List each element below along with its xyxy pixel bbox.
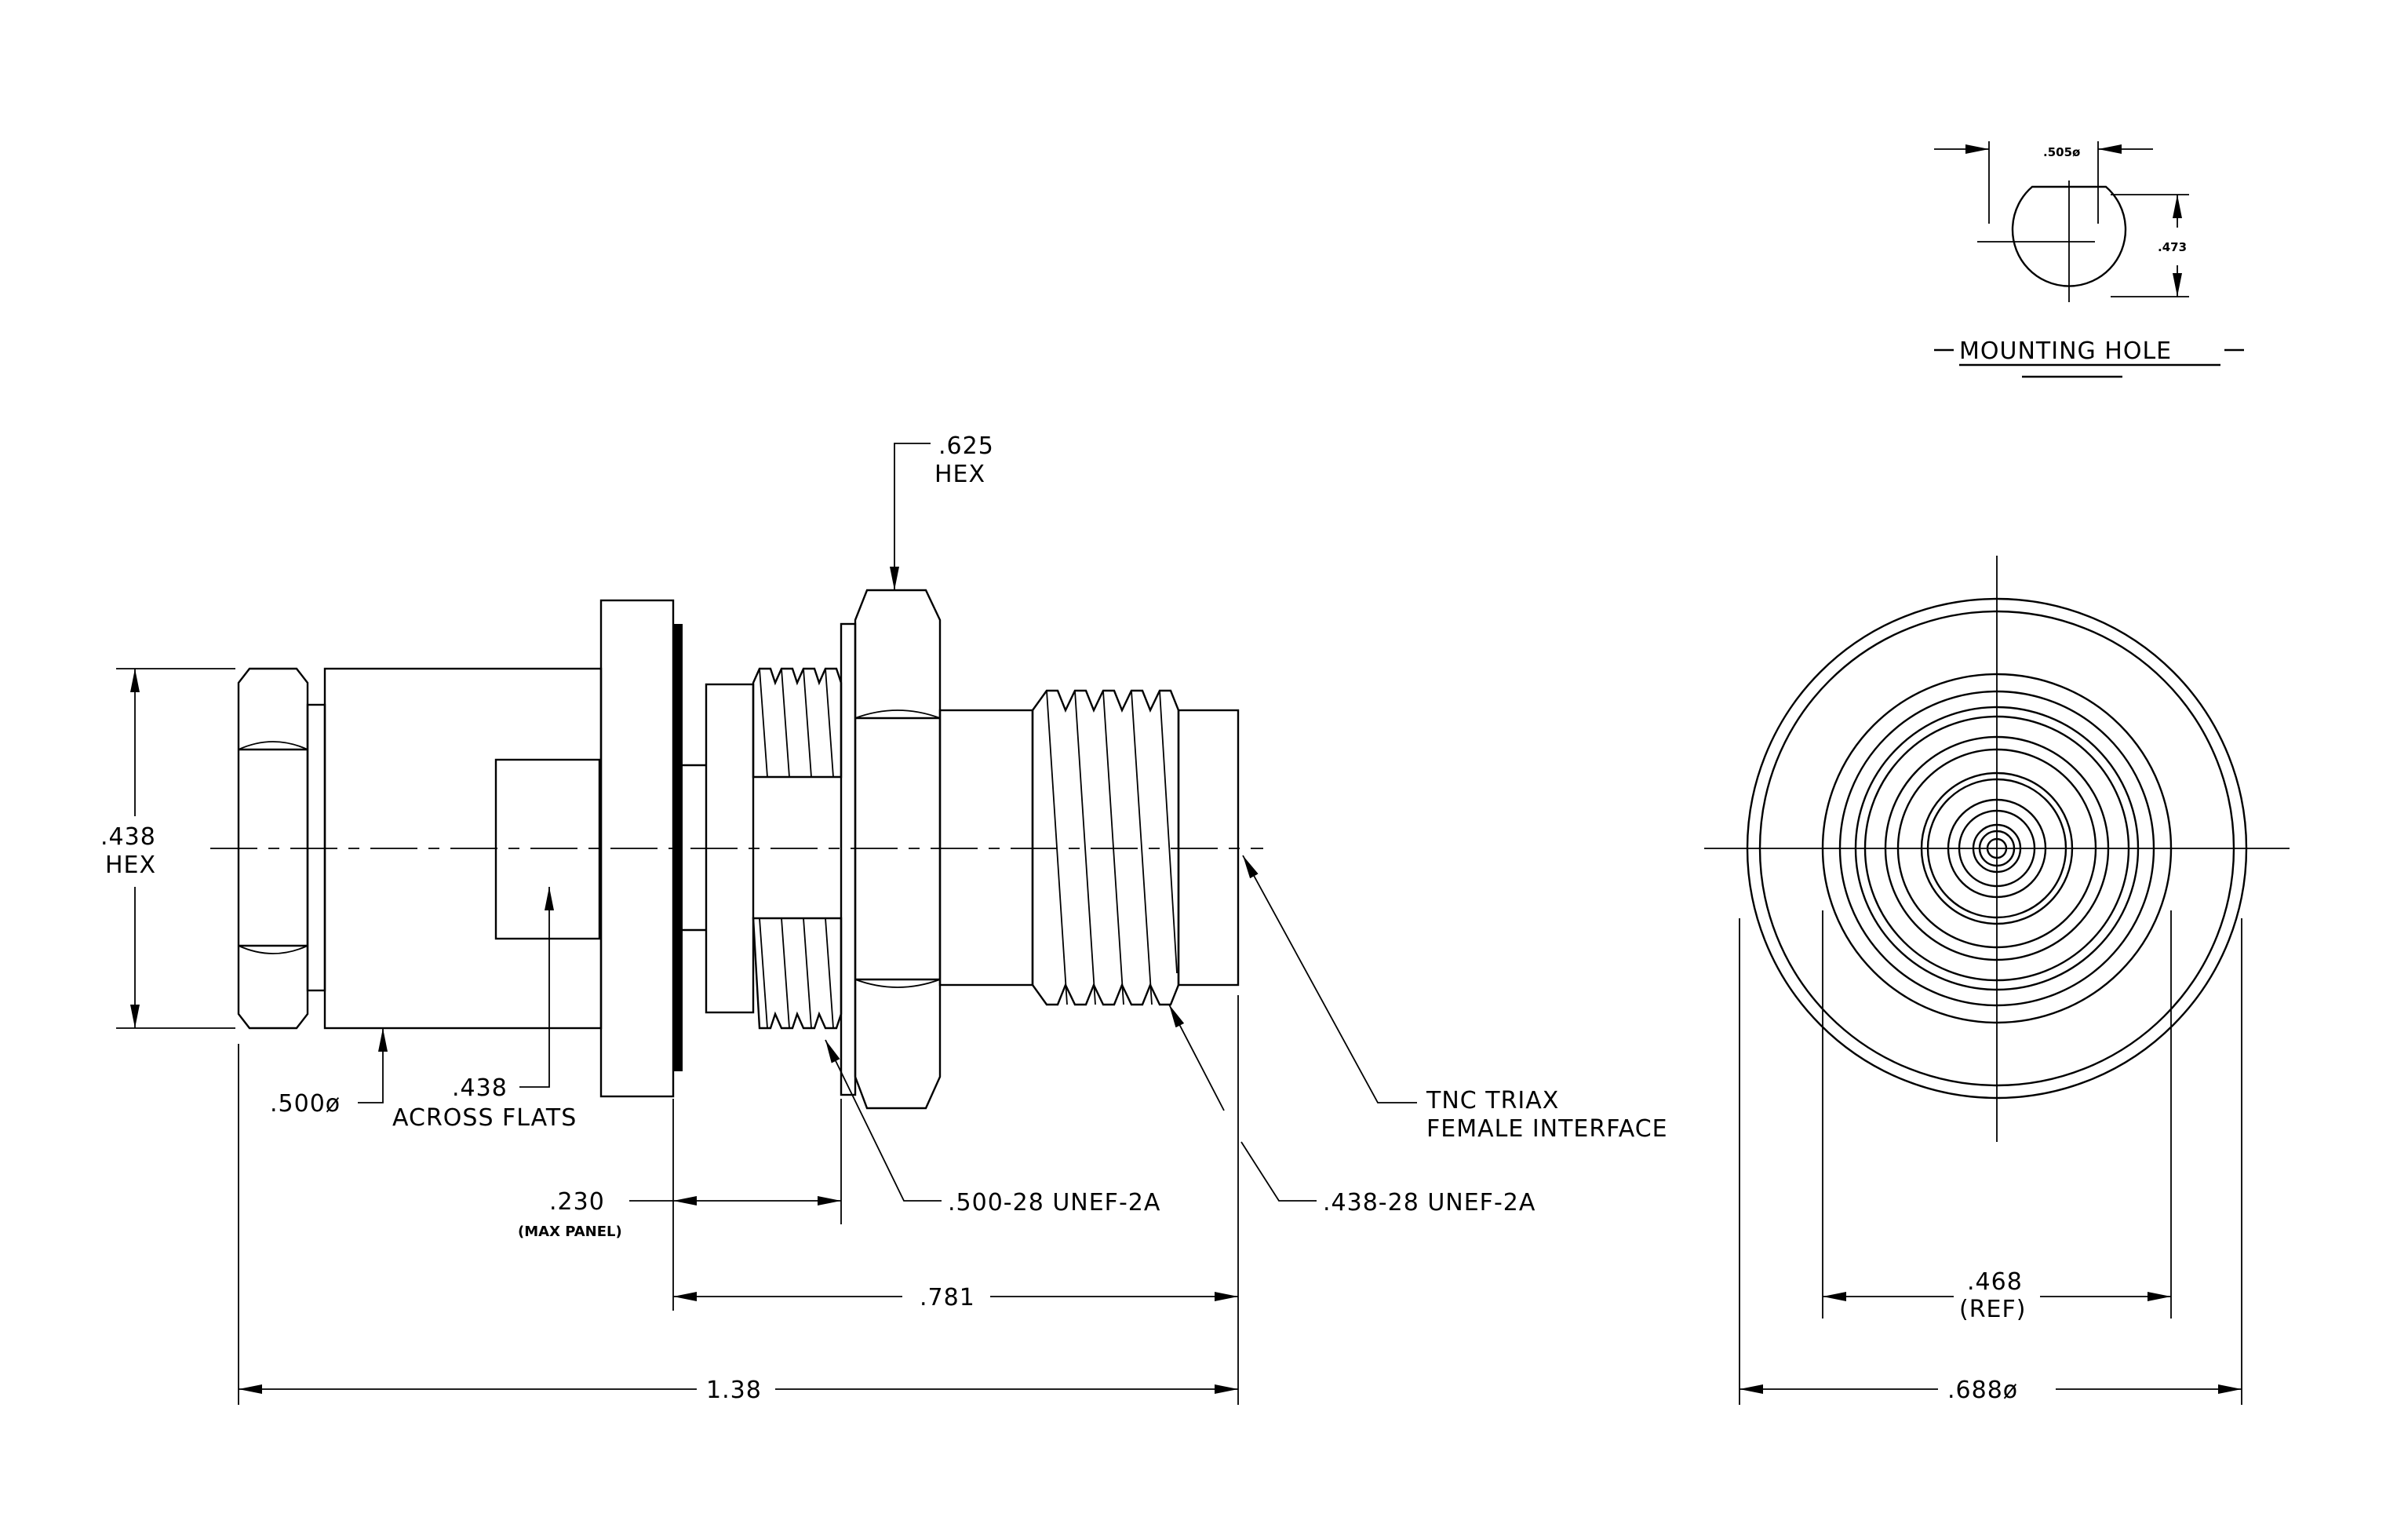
across-flats-label: ACROSS FLATS [392, 1104, 577, 1132]
front-length-dim: .781 [920, 1284, 975, 1311]
interface-tip [1177, 709, 1240, 987]
thread-front-leader [1168, 1004, 1225, 1111]
across-flats-dim: .438 [452, 1074, 508, 1102]
mounting-hole-title: MOUNTING HOLE [1959, 337, 2172, 365]
hex-nut-dim: .625 [938, 432, 994, 460]
hole-height-dim: .473 [2158, 240, 2187, 254]
body-diameter-dim: .500ø [270, 1090, 341, 1118]
thread-rear-label: .500-28 UNEF-2A [948, 1189, 1160, 1216]
panel-dim: .230 [549, 1188, 605, 1216]
mounting-hole-outline [2011, 185, 2127, 287]
rear-hex-dim-unit: HEX [105, 852, 156, 879]
hex-nut-leader [890, 443, 931, 590]
thread-front-label: .438-28 UNEF-2A [1323, 1189, 1536, 1216]
rear-thread-upper [752, 667, 843, 779]
body-diameter-leader [358, 1028, 388, 1103]
ref-dim: .468 [1967, 1268, 2023, 1296]
rear-neck [306, 703, 326, 992]
end-view: .468 (REF) .688ø [1704, 556, 2290, 1405]
hex-nut-dim-unit: HEX [934, 461, 985, 488]
front-body [938, 709, 1034, 987]
thread-front-ext [1240, 1141, 1317, 1202]
outer-diameter-dim: .688ø [1947, 1377, 2018, 1404]
lock-washer [840, 622, 857, 1096]
ref-note: (REF) [1959, 1296, 2026, 1323]
panel-dim-note: (MAX PANEL) [518, 1224, 622, 1240]
rear-hex-dim: .438 [100, 823, 156, 851]
mounting-hole-detail: .505ø .473 MOUNTING HOLE [1934, 141, 2244, 378]
across-flats-leader [519, 887, 554, 1088]
side-view: .625 HEX .438 HEX .500ø .438 ACROSS FLAT… [100, 432, 1668, 1405]
interface-line2: FEMALE INTERFACE [1426, 1115, 1668, 1143]
overall-length-dim: 1.38 [706, 1377, 762, 1404]
interface-leader [1242, 855, 1417, 1103]
across-flats-outline [494, 758, 601, 940]
thread-rear-leader [825, 1039, 942, 1202]
o-ring-gasket [673, 624, 683, 1071]
front-hex-nut [854, 589, 942, 1110]
hole-width-dim: .505ø [2043, 145, 2080, 159]
rear-hex-nut [237, 667, 309, 1030]
front-thread [1031, 689, 1180, 1006]
rear-thread-lower [752, 917, 843, 1030]
interface-line1: TNC TRIAX [1426, 1087, 1559, 1114]
